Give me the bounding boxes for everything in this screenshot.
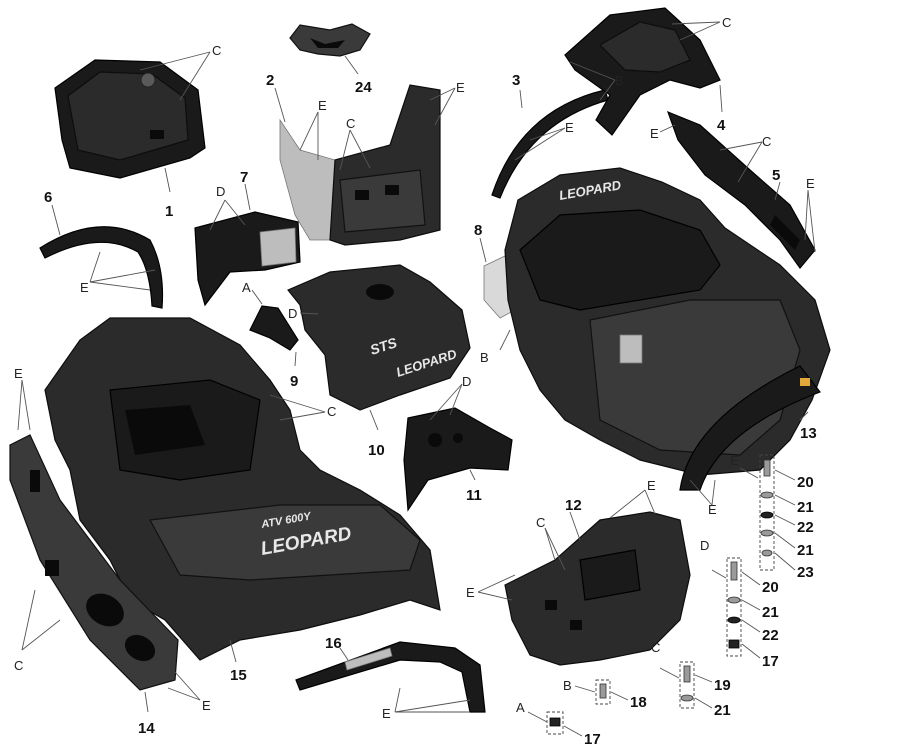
part-3-fender-flare — [491, 89, 609, 199]
part-13-fender-flare — [679, 365, 821, 491]
label-12: 12 — [565, 497, 582, 514]
letter-D: D — [288, 306, 297, 321]
letter-E: E — [456, 80, 465, 95]
part-10-tank-cover: STS LEOPARD — [287, 264, 471, 411]
letter-E: E — [565, 120, 574, 135]
kit-E-letter: E — [730, 453, 739, 468]
kit-C-19: 19 — [714, 677, 731, 694]
label-6: 6 — [44, 189, 52, 206]
letter-C: C — [762, 134, 771, 149]
letter-E: E — [708, 502, 717, 517]
letter-E: E — [806, 176, 815, 191]
label-1: 1 — [165, 203, 173, 220]
kit-D-21: 21 — [762, 604, 779, 621]
hardware-kit-B — [595, 679, 611, 705]
kit-B-letter: B — [563, 678, 572, 693]
label-9: 9 — [290, 373, 298, 390]
letter-C: C — [327, 404, 336, 419]
kit-C-21: 21 — [714, 702, 731, 719]
kit-D-17: 17 — [762, 653, 779, 670]
kit-D-20: 20 — [762, 579, 779, 596]
letter-E: E — [382, 706, 391, 721]
letter-E: E — [318, 98, 327, 113]
letter-E: E — [647, 478, 656, 493]
label-14: 14 — [138, 720, 155, 737]
kit-D-letter: D — [700, 538, 709, 553]
hardware-kit-C — [679, 661, 695, 709]
label-16: 16 — [325, 635, 342, 652]
part-2-floor-frame — [279, 84, 441, 246]
part-1-rear-cover — [54, 59, 206, 179]
kit-E-23: 23 — [797, 564, 814, 581]
part-16-fender-flare — [295, 641, 486, 713]
letter-C: C — [14, 658, 23, 673]
part-24-center-trim — [289, 23, 371, 57]
hardware-kit-E — [759, 454, 775, 571]
kit-E-20: 20 — [797, 474, 814, 491]
kit-E-21b: 21 — [797, 542, 814, 559]
letter-A: A — [242, 280, 251, 295]
kit-E-21a: 21 — [797, 499, 814, 516]
kit-A-letter: A — [516, 700, 525, 715]
part-4-rear-shell — [564, 7, 721, 136]
kit-E-22: 22 — [797, 519, 814, 536]
letter-E: E — [80, 280, 89, 295]
label-7: 7 — [240, 169, 248, 186]
label-10: 10 — [368, 442, 385, 459]
letter-E: E — [14, 366, 23, 381]
part-15-front-body: ATV 600Y LEOPARD — [44, 317, 441, 661]
hardware-kit-D — [726, 557, 742, 657]
kit-C-letter: C — [651, 640, 660, 655]
label-24: 24 — [355, 79, 372, 96]
letter-D: D — [216, 184, 225, 199]
letter-C: C — [212, 43, 221, 58]
letter-B: B — [615, 73, 624, 88]
label-15: 15 — [230, 667, 247, 684]
label-2: 2 — [266, 72, 274, 89]
kit-D-22: 22 — [762, 627, 779, 644]
label-13: 13 — [800, 425, 817, 442]
letter-C: C — [722, 15, 731, 30]
letter-B: B — [480, 350, 489, 365]
letter-C: C — [346, 116, 355, 131]
part-7-side-bracket — [194, 211, 301, 307]
label-5: 5 — [772, 167, 780, 184]
letter-E: E — [650, 126, 659, 141]
part-14-front-panel — [9, 434, 179, 691]
letter-D: D — [462, 374, 471, 389]
part-11-side-bracket — [403, 407, 513, 512]
letter-C: C — [536, 515, 545, 530]
part-6-front-fender-flare — [39, 226, 164, 309]
label-3: 3 — [512, 72, 520, 89]
label-8: 8 — [474, 222, 482, 239]
kit-A-17: 17 — [584, 731, 601, 748]
part-12-floor-tray — [504, 511, 691, 666]
letter-E: E — [466, 585, 475, 600]
label-11: 11 — [466, 487, 482, 504]
letter-E: E — [202, 698, 211, 713]
part-5-rear-side-panel — [666, 110, 816, 269]
part-9-small-bracket — [249, 305, 299, 351]
kit-B-18: 18 — [630, 694, 647, 711]
hardware-kit-A — [546, 711, 564, 735]
label-4: 4 — [717, 117, 726, 134]
